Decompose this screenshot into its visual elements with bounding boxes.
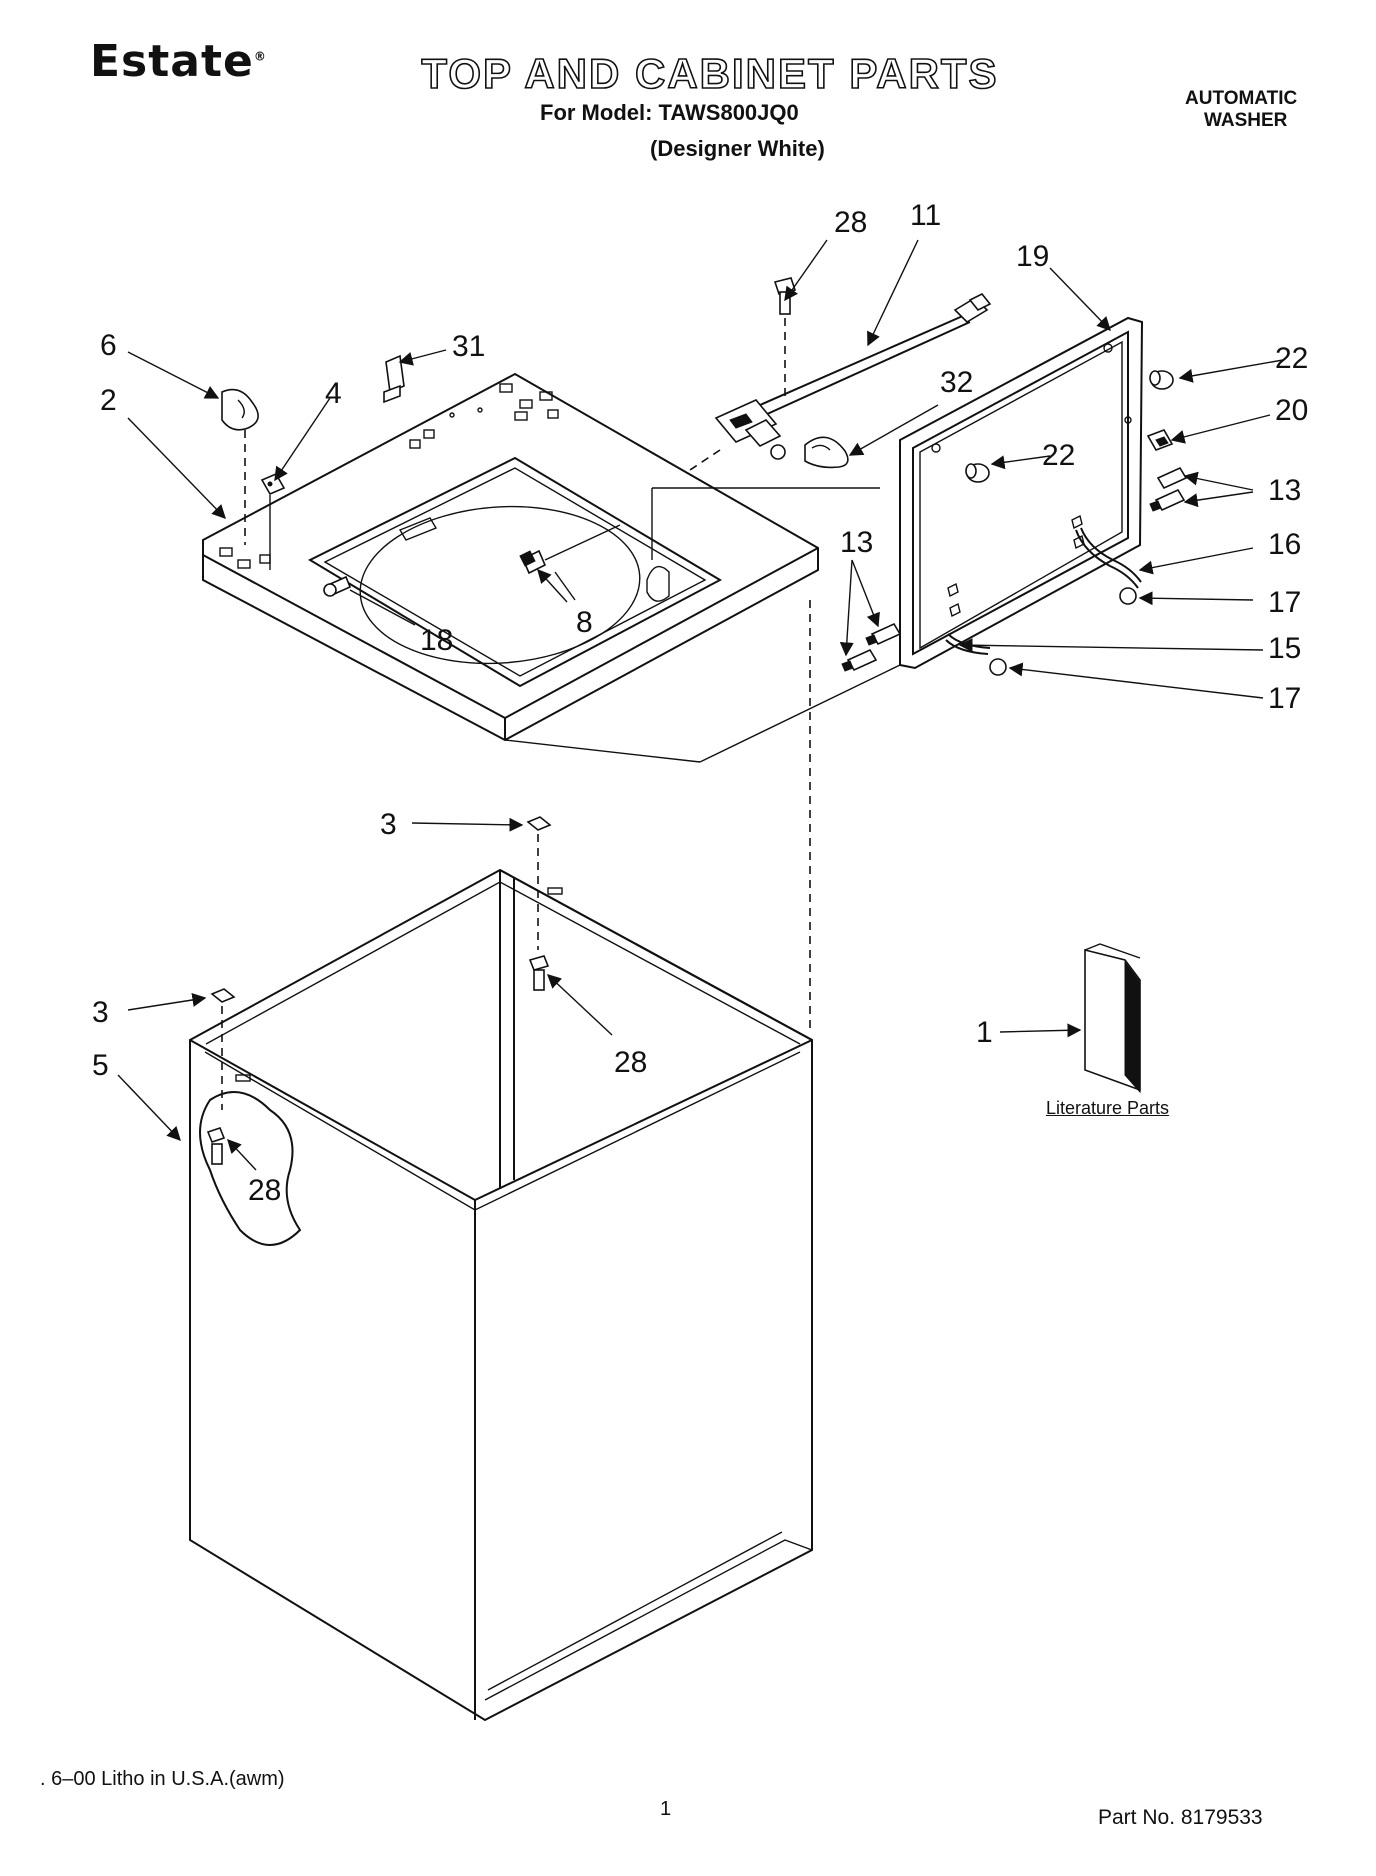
callout-17: 17 [1268,586,1301,619]
callout-16: 16 [1268,528,1301,561]
literature-parts-label: Literature Parts [1046,1098,1170,1118]
part-31-clip [383,354,405,404]
literature-booklet-icon [1084,943,1141,1094]
part-8-screw [519,549,547,575]
callout-19: 19 [1016,240,1049,273]
brand-logo: Estate® [90,36,267,87]
callout-1: 1 [976,1016,993,1049]
part-20-knob-clip [1146,429,1174,451]
callout-3-left: 3 [92,996,109,1029]
callout-13-left: 13 [840,526,873,559]
callout-6: 6 [100,329,117,362]
callout-32: 32 [940,366,973,399]
hose-15 [945,633,1007,676]
leader-lines [117,239,1284,1171]
callout-4: 4 [325,377,342,410]
hose-16 [1075,527,1142,605]
callout-labels: 28 11 19 22 6 31 32 20 2 4 22 13 13 16 1… [92,199,1308,1207]
part-18-screw [323,575,352,597]
lid-switch [689,399,849,471]
callout-28-cabinet: 28 [248,1174,281,1207]
cabinet [189,868,813,1722]
washer-top [202,372,819,742]
callout-28-middle: 28 [614,1046,647,1079]
footer-litho: . 6–00 Litho in U.S.A.(awm) [40,1768,285,1790]
part-13-right-screws [1149,466,1188,512]
page-title: TOP AND CABINET PARTS [421,49,999,98]
callout-8: 8 [576,606,593,639]
callout-20: 20 [1275,394,1308,427]
callout-3: 3 [380,808,397,841]
callout-2: 2 [100,384,117,417]
part-28-middle-screw [528,955,550,991]
callout-11: 11 [910,199,941,232]
part-13-left-screws [841,622,902,672]
cabinet-cutaway [199,1091,302,1246]
part-28-top-screw [773,277,797,315]
appliance-type-line2: WASHER [1204,110,1288,131]
callout-22: 22 [1275,342,1308,375]
callout-5: 5 [92,1049,109,1082]
callout-18: 18 [420,624,453,657]
callout-15: 15 [1268,632,1301,665]
callout-28: 28 [834,206,867,239]
part-3-clip-top [526,816,552,831]
part-number: Part No. 8179533 [1098,1806,1263,1829]
callout-22-lower: 22 [1042,439,1075,472]
color-line: (Designer White) [650,136,825,161]
console-frame [899,316,1144,670]
part-3-clip-left [210,988,236,1003]
callout-13: 13 [1268,474,1301,507]
model-line: For Model: TAWS800JQ0 [540,100,799,125]
part-4-clip [260,472,286,496]
bumper-22-left [965,463,990,483]
part-6-clip [221,388,259,431]
registered-mark: ® [253,49,267,64]
callout-17-lower: 17 [1268,682,1301,715]
page-number: 1 [660,1798,672,1820]
appliance-type-line1: AUTOMATIC [1185,88,1298,109]
bumper-22-right [1149,370,1174,390]
callout-31: 31 [452,330,485,363]
brand-name: Estate [90,36,254,87]
wire-harness-11 [759,292,992,416]
